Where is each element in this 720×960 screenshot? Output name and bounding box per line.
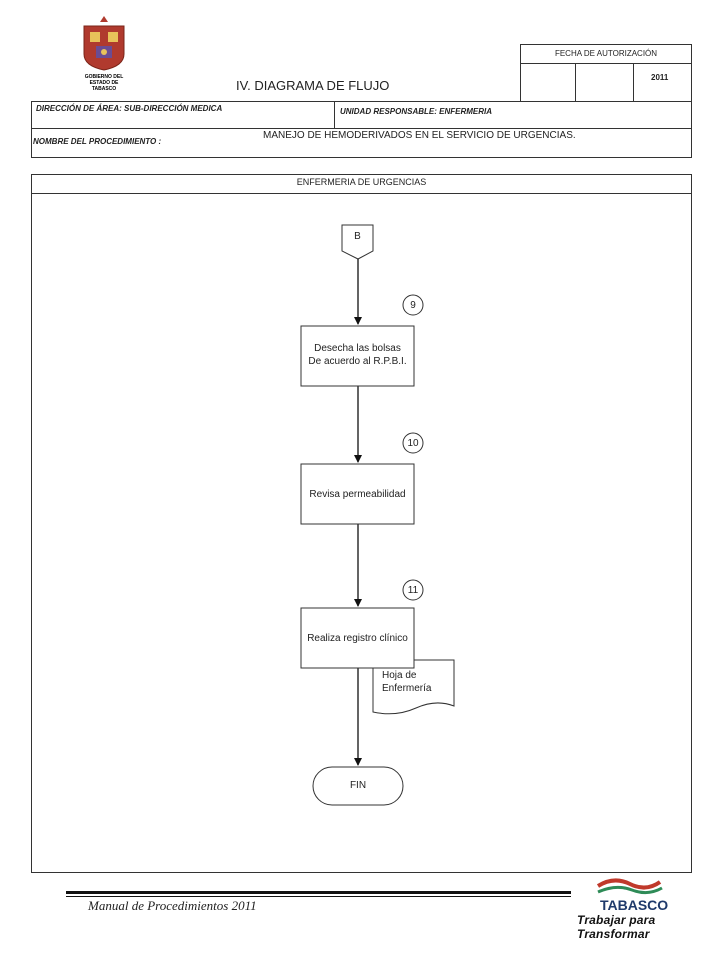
end-terminator xyxy=(312,766,404,806)
connector-b-shape xyxy=(341,224,374,260)
step-11-number: 11 xyxy=(407,585,419,596)
step-10-circle xyxy=(402,432,424,454)
step-11-circle xyxy=(402,579,424,601)
manual-label: Manual de Procedimientos 2011 xyxy=(88,898,257,913)
swimlane-header-divider xyxy=(31,193,692,194)
authorization-label: FECHA DE AUTORIZACIÓN xyxy=(554,49,658,58)
authorization-divider xyxy=(520,63,692,64)
document-line-1: Hoja de xyxy=(382,670,417,681)
swimlane-title: ENFERMERIA DE URGENCIAS xyxy=(296,177,427,187)
area-label: DIRECCIÓN DE ÁREA: SUB-DIRECCIÓN MEDICA xyxy=(36,104,223,113)
procedure-cell xyxy=(31,128,692,158)
step-11-box xyxy=(300,607,415,669)
procedure-label: NOMBRE DEL PROCEDIMIENTO : xyxy=(33,137,162,146)
step-9-box xyxy=(300,325,415,387)
authorization-col-2 xyxy=(633,63,634,102)
svg-text:GOBIERNO DEL: GOBIERNO DEL xyxy=(85,74,124,80)
svg-text:TABASCO: TABASCO xyxy=(92,86,116,92)
state-seal: GOBIERNO DEL ESTADO DE TABASCO xyxy=(72,14,136,94)
page-title: IV. DIAGRAMA DE FLUJO xyxy=(236,78,390,93)
connector-b-label: B xyxy=(354,231,361,242)
step-11-text: Realiza registro clínico xyxy=(307,633,408,644)
end-label: FIN xyxy=(349,780,367,791)
step-9-line-2: De acuerdo al R.P.B.I. xyxy=(308,356,407,367)
step-9-line-1: Desecha las bolsas xyxy=(314,343,401,354)
authorization-box xyxy=(520,44,692,102)
procedure-name: MANEJO DE HEMODERIVADOS EN EL SERVICIO D… xyxy=(263,130,576,141)
document-line-2: Enfermería xyxy=(382,683,432,694)
tabasco-logo-text: TABASCO xyxy=(600,897,669,913)
step-9-circle xyxy=(402,294,424,316)
footer-rule-thin xyxy=(66,896,571,897)
step-10-box xyxy=(300,463,415,525)
step-10-text: Revisa permeabilidad xyxy=(309,489,406,500)
authorization-year: 2011 xyxy=(651,73,669,82)
document-shape xyxy=(372,659,455,715)
unit-label: UNIDAD RESPONSABLE: ENFERMERIA xyxy=(340,107,493,116)
step-10-number: 10 xyxy=(407,438,419,449)
slogan: Trabajar para Transformar xyxy=(577,913,656,941)
step-9-text: Desecha las bolsas De acuerdo al R.P.B.I… xyxy=(301,342,414,368)
step-9-number: 9 xyxy=(410,300,416,311)
authorization-col-1 xyxy=(575,63,576,102)
document-label: Hoja de Enfermería xyxy=(382,669,431,695)
footer-rule xyxy=(66,891,571,894)
tabasco-logo xyxy=(594,876,666,906)
svg-text:ESTADO DE: ESTADO DE xyxy=(90,80,119,86)
